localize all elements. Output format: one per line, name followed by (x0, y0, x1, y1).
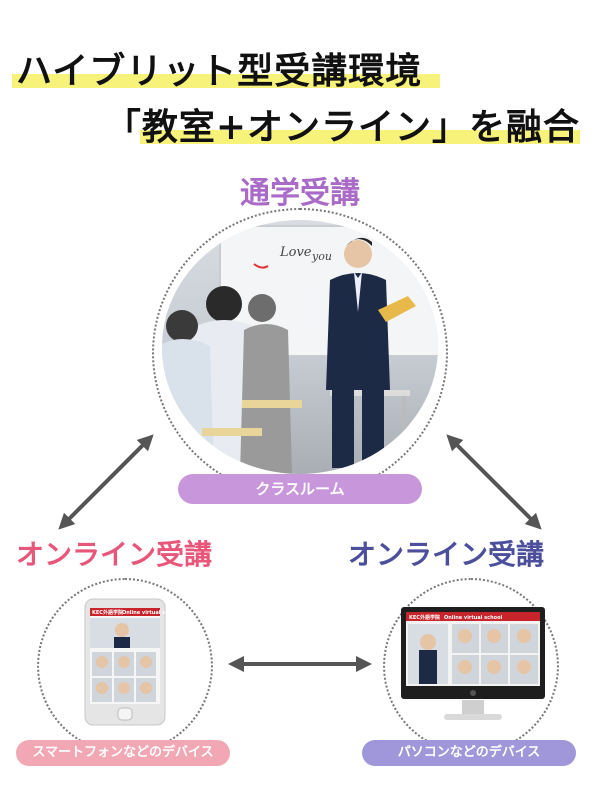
students (206, 286, 242, 322)
smartphone-title: オンライン受講 (16, 538, 213, 571)
classroom-tag: クラスルーム (178, 474, 422, 504)
page-title-line-2: 「教室+オンライン」を融合 (104, 106, 580, 148)
title-highlight-2 (140, 130, 580, 144)
pc-tag: パソコンなどのデバイス (362, 740, 576, 766)
arrow-classroom-smartphone (58, 434, 154, 530)
monitor-icon: KEC外語学院 Online virtual school (401, 607, 545, 720)
title-highlight-1 (12, 74, 440, 88)
whiteboard-word-2: you (311, 250, 332, 263)
smartphone-tag: スマートフォンなどのデバイス (16, 740, 230, 766)
pc-brand-logo: KEC外語学院 (409, 614, 440, 621)
pc-title: オンライン受講 (348, 538, 545, 571)
arrow-classroom-pc (446, 434, 542, 530)
page-title-line-1: ハイブリット型受講環境 (16, 50, 423, 92)
smartphone-device: KEC外語学院 Online virtual school (84, 598, 181, 726)
smartphone-brand-logo: KEC外語学院 (92, 609, 123, 616)
whiteboard-mark (253, 263, 269, 269)
smartphone-brand-subtitle: Online virtual school (122, 610, 166, 616)
classroom-title: 通学受講 (240, 176, 360, 211)
pc-device: KEC外語学院 Online virtual school (400, 606, 546, 724)
classroom-photo: Love you (162, 220, 438, 474)
smartphone-icon: KEC外語学院 Online virtual school (84, 598, 181, 726)
pc-brand-subtitle: Online virtual school (444, 615, 503, 621)
teacher (344, 240, 372, 268)
whiteboard-word-1: Love (279, 245, 312, 260)
